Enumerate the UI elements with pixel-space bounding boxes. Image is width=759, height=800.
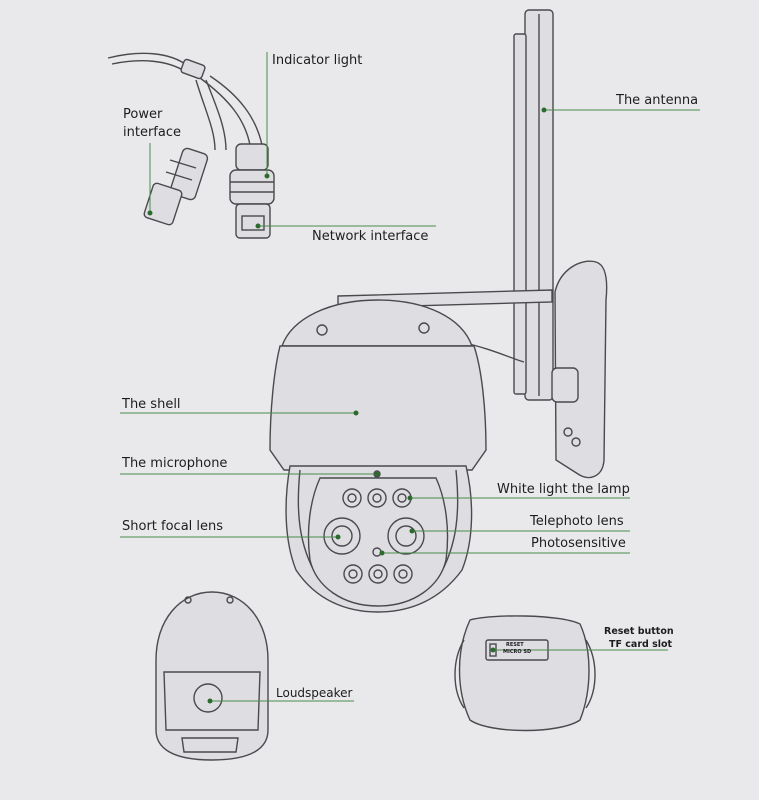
label-loudspeaker: Loudspeaker bbox=[276, 686, 353, 700]
camera-body bbox=[269, 299, 487, 613]
network-connector bbox=[229, 143, 275, 239]
label-photosensitive: Photosensitive bbox=[531, 536, 626, 551]
label-indicator-light: Indicator light bbox=[272, 53, 363, 68]
slot-text-reset: RESET bbox=[506, 642, 524, 648]
wall-bracket bbox=[337, 260, 608, 479]
label-shell: The shell bbox=[122, 397, 181, 412]
label-power-interface-2: interface bbox=[123, 125, 181, 140]
label-short-focal-lens: Short focal lens bbox=[122, 519, 224, 534]
label-power-interface-1: Power bbox=[123, 107, 163, 122]
antenna bbox=[513, 9, 554, 401]
label-white-light-lamp: White light the lamp bbox=[497, 482, 630, 497]
leader-lines bbox=[120, 52, 700, 704]
label-microphone: The microphone bbox=[122, 456, 228, 471]
label-telephoto-lens: Telephoto lens bbox=[530, 514, 624, 529]
slot-text-microsd: MICRO SD bbox=[503, 649, 532, 655]
label-antenna: The antenna bbox=[616, 93, 699, 108]
bottom-view bbox=[454, 615, 596, 732]
cable-assembly bbox=[107, 52, 275, 239]
label-tf-card-slot: TF card slot bbox=[609, 639, 673, 650]
rear-view bbox=[155, 591, 269, 761]
label-network-interface: Network interface bbox=[312, 229, 429, 244]
power-plug bbox=[143, 147, 209, 226]
label-reset-button: Reset button bbox=[604, 626, 674, 637]
